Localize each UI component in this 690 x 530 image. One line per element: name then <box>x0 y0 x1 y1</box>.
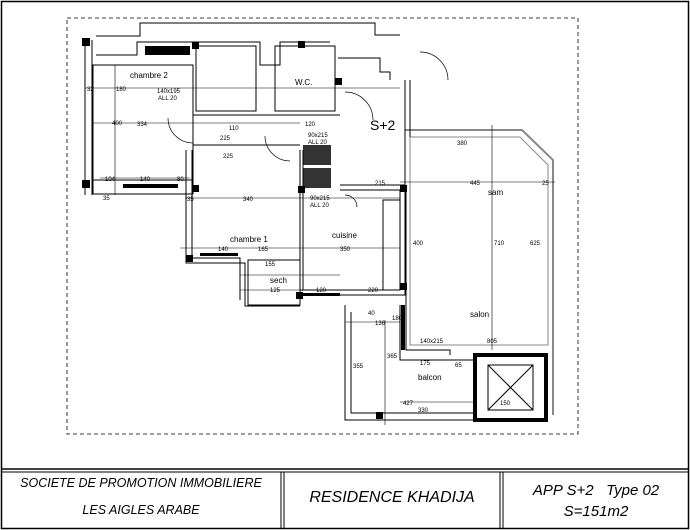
dimension-label: 35 <box>187 197 194 203</box>
dimension-label: 180 <box>392 316 403 322</box>
window-label: ALL 20 <box>158 96 177 102</box>
window-label: 140x215 <box>420 339 444 345</box>
window-label: 90x215 <box>308 133 328 139</box>
dimension-label: 136 <box>375 321 386 327</box>
pillars <box>82 38 407 419</box>
room-label-cuisine: cuisine <box>332 231 357 240</box>
dimension-label: 25 <box>542 181 549 187</box>
dimension-label: 365 <box>387 354 398 360</box>
dimension-label: 165 <box>258 247 269 253</box>
dimension-label: 120 <box>316 288 327 294</box>
dimension-label: 80 <box>177 177 184 183</box>
window-marks <box>123 46 405 350</box>
dimension-label: 625 <box>530 241 541 247</box>
door-swings <box>167 51 449 208</box>
dimension-label: 104 <box>105 177 116 183</box>
dimension-label: 155 <box>265 262 276 268</box>
dimension-label: 710 <box>494 241 505 247</box>
room-label-wc: W.C. <box>295 78 312 87</box>
room-label-chambre-2: chambre 2 <box>130 71 168 80</box>
dimension-label: 180 <box>116 87 127 93</box>
dimension-label: 220 <box>368 288 379 294</box>
dimension-label: 225 <box>220 136 231 142</box>
dimension-label: 805 <box>487 339 498 345</box>
dimension-label: 110 <box>229 126 239 132</box>
room-label-sech: sech <box>270 276 287 285</box>
dimension-label: 380 <box>457 141 468 147</box>
dimension-label: 32 <box>87 87 94 93</box>
dimension-label: 225 <box>223 154 234 160</box>
window-label: ALL 20 <box>308 140 327 146</box>
window-label: 140x195 <box>157 89 181 95</box>
room-label-sam: sam <box>488 188 503 197</box>
dimension-label: 140 <box>140 177 151 183</box>
dimension-label: 340 <box>243 197 254 203</box>
dimension-label: 215 <box>375 181 386 187</box>
company-name-line2: LES AIGLES ARABE <box>82 503 200 517</box>
dimension-label: 330 <box>418 408 429 414</box>
dimension-label: 65 <box>455 363 462 369</box>
walls <box>84 22 555 425</box>
dimension-label: 120 <box>305 122 316 128</box>
apartment-type: APP S+2 Type 02 <box>532 482 660 499</box>
dimension-label: 400 <box>112 121 123 127</box>
window-label: 90x215 <box>310 196 330 202</box>
dimension-label: 445 <box>470 181 481 187</box>
plot-boundary <box>66 17 579 435</box>
dimension-label: 40 <box>368 311 375 317</box>
dimension-label: 334 <box>137 122 148 128</box>
dimension-label: 150 <box>500 401 511 407</box>
dimension-label: 350 <box>340 247 351 253</box>
window-label: ALL 20 <box>310 203 329 209</box>
room-label-chambre-1: chambre 1 <box>230 235 268 244</box>
dimension-label: 125 <box>270 288 281 294</box>
room-label-balcon: balcon <box>418 373 442 382</box>
dimension-labels: 32 180 334 400 104 140 80 35 225 225 340… <box>87 87 549 414</box>
project-name: RESIDENCE KHADIJA <box>309 489 475 506</box>
dimension-label: 140 <box>218 247 229 253</box>
dimension-label: 427 <box>403 401 414 407</box>
dimension-label: 400 <box>413 241 424 247</box>
company-name-line1: SOCIETE DE PROMOTION IMMOBILIERE <box>20 476 262 490</box>
dimension-label: 355 <box>353 364 364 370</box>
dimension-label: 35 <box>103 196 110 202</box>
dimension-label: 175 <box>420 361 431 367</box>
room-label-salon: salon <box>470 310 489 319</box>
level-label: S+2 <box>370 117 396 133</box>
apartment-surface: S=151m2 <box>563 503 629 520</box>
